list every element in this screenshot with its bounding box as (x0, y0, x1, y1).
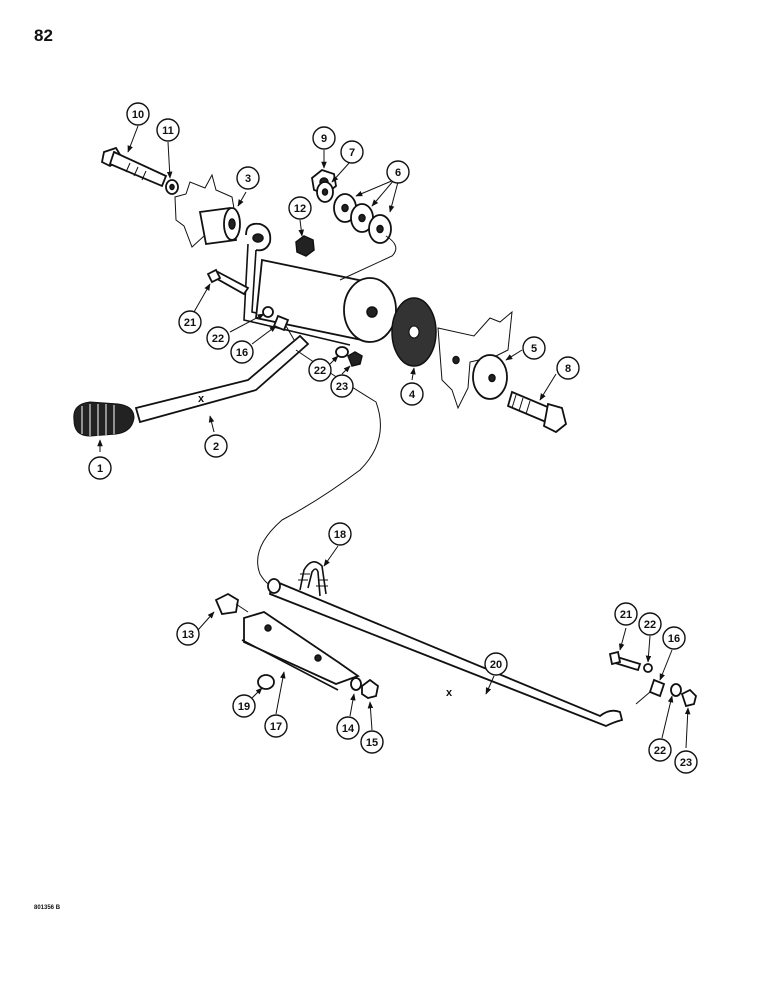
svg-text:23: 23 (680, 757, 692, 769)
callout-10 (126, 102, 150, 126)
svg-text:14: 14 (342, 723, 355, 735)
callout-22-upper (206, 326, 230, 350)
bolt-10 (100, 146, 168, 188)
svg-text:16: 16 (668, 633, 680, 645)
lever-rod-2 (134, 334, 310, 424)
svg-text:7: 7 (349, 147, 355, 159)
bolt-8 (506, 390, 568, 434)
svg-text:18: 18 (334, 529, 346, 541)
nut-12 (295, 235, 315, 257)
callout-22-lower-a (638, 612, 662, 636)
callout-21-lower (614, 602, 638, 626)
svg-text:23: 23 (336, 381, 348, 393)
svg-text:20: 20 (490, 659, 502, 671)
nut-19 (257, 674, 275, 690)
svg-text:9: 9 (321, 133, 327, 145)
callout-23-upper (330, 374, 354, 398)
washer-22-upper (262, 306, 274, 318)
callout-22-lower-b (648, 738, 672, 762)
svg-text:22: 22 (212, 333, 224, 345)
svg-text:19: 19 (238, 701, 250, 713)
callout-5 (522, 336, 546, 360)
callout-16-lower (662, 626, 686, 650)
washer-14 (350, 677, 362, 691)
callout-13 (176, 622, 200, 646)
callout-9 (312, 126, 336, 150)
svg-text:11: 11 (162, 125, 174, 137)
svg-text:x: x (446, 687, 453, 699)
clamp-plate-17 (243, 611, 360, 685)
svg-text:22: 22 (314, 365, 326, 377)
svg-text:21: 21 (184, 317, 196, 329)
spacer-3 (198, 206, 241, 246)
callout-12 (288, 196, 312, 220)
nut-23-upper (347, 351, 363, 367)
washer-22-lower-a (643, 663, 653, 673)
callout-6 (386, 160, 410, 184)
callout-17 (264, 714, 288, 738)
cotter-pin-16-upper (272, 314, 290, 332)
svg-text:17: 17 (270, 721, 282, 733)
svg-text:3: 3 (245, 173, 251, 185)
svg-text:1: 1 (97, 463, 103, 475)
callout-21-upper (178, 310, 202, 334)
callout-20 (484, 652, 508, 676)
svg-text:16: 16 (236, 347, 248, 359)
control-cable (257, 349, 381, 587)
washer-22-lower-b (670, 683, 682, 697)
svg-text:15: 15 (366, 737, 378, 749)
lever-drum (243, 222, 397, 346)
callout-18 (328, 522, 352, 546)
nut-23-lower (680, 688, 697, 708)
svg-text:22: 22 (654, 745, 666, 757)
lower-assembly: x (214, 561, 697, 727)
svg-text:5: 5 (531, 343, 537, 355)
callout-7 (340, 140, 364, 164)
callout-3 (236, 166, 260, 190)
callout-23-lower (674, 750, 698, 774)
svg-text:4: 4 (409, 389, 416, 401)
svg-text:10: 10 (132, 109, 144, 121)
washers-6 (333, 193, 392, 244)
nut-15 (361, 678, 379, 699)
svg-text:8: 8 (565, 363, 571, 375)
svg-text:x: x (198, 393, 205, 405)
cotter-pin-16-lower (648, 678, 666, 698)
callout-2 (204, 434, 228, 458)
control-rod-20 (269, 578, 624, 727)
svg-text:2: 2 (213, 441, 219, 453)
figure-code: 801356 B (34, 905, 61, 911)
knob-1 (73, 401, 135, 437)
callout-15 (360, 730, 384, 754)
callout-1 (88, 456, 112, 480)
screw-21-upper (206, 268, 250, 296)
callout-19 (232, 694, 256, 718)
svg-text:13: 13 (182, 629, 194, 641)
callout-14 (336, 716, 360, 740)
bolt-13 (214, 592, 239, 615)
svg-text:6: 6 (395, 167, 401, 179)
svg-text:12: 12 (294, 203, 306, 215)
callout-11 (156, 118, 180, 142)
svg-text:21: 21 (620, 609, 632, 621)
callouts: 1 2 3 4 5 6 7 8 9 1 (88, 102, 698, 774)
u-bolt-18 (298, 561, 328, 597)
callout-8 (556, 356, 580, 380)
upper-assembly: x (73, 146, 568, 587)
callout-4 (400, 382, 424, 406)
washer-22-mid (335, 346, 349, 358)
svg-text:22: 22 (644, 619, 656, 631)
callout-22-mid (308, 358, 332, 382)
page-number: 82 (34, 26, 53, 45)
callout-16-upper (230, 340, 254, 364)
